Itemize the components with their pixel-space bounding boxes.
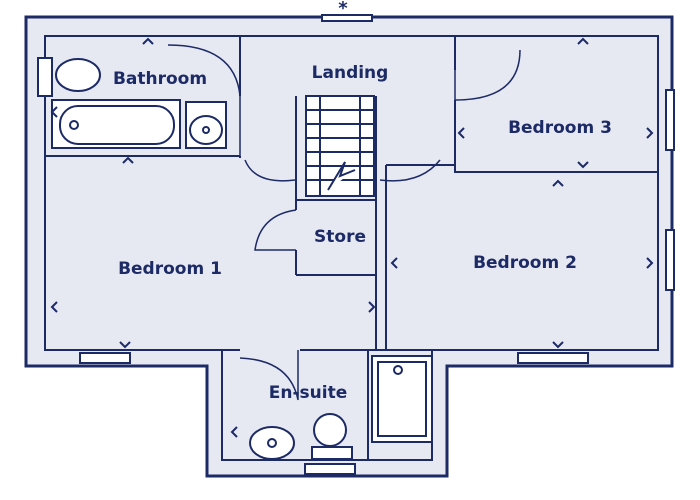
door-swings xyxy=(167,44,521,401)
window-bedroom1 xyxy=(79,352,131,364)
window-bedroom3 xyxy=(665,89,675,151)
room-label-landing: Landing xyxy=(312,63,389,83)
room-label-ensuite: En-suite xyxy=(269,383,347,403)
ensuite-fixtures xyxy=(249,355,433,460)
dimension-markers xyxy=(50,37,654,438)
windows xyxy=(79,14,675,475)
staircase xyxy=(305,95,375,197)
compass-mark: * xyxy=(338,0,348,19)
room-label-bedroom2: Bedroom 2 xyxy=(473,253,577,273)
window-bedroom2-bottom xyxy=(517,352,589,364)
ensuite-toilet-cistern xyxy=(311,446,353,460)
inner-wall-outline xyxy=(44,35,659,461)
room-label-bedroom1: Bedroom 1 xyxy=(118,259,222,279)
window-bedroom2 xyxy=(665,229,675,291)
ensuite-toilet-bowl xyxy=(313,413,347,447)
window-ensuite xyxy=(304,463,356,475)
toilet-bowl xyxy=(55,58,101,92)
interior-walls xyxy=(45,36,658,460)
window-top xyxy=(321,14,373,22)
room-label-bedroom3: Bedroom 3 xyxy=(508,118,612,138)
room-label-bathroom: Bathroom xyxy=(113,69,207,89)
bathroom-fixtures xyxy=(37,57,227,149)
toilet-cistern xyxy=(37,57,53,97)
room-label-store: Store xyxy=(314,227,366,247)
